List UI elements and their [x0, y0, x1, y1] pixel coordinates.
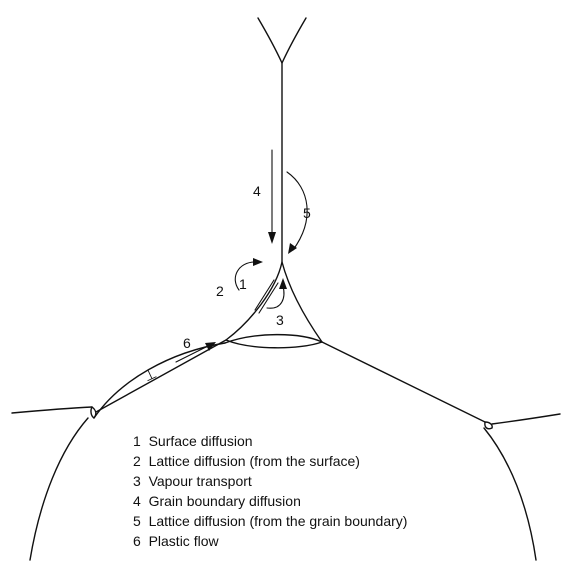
arrow-4-head: [268, 232, 276, 244]
mechanism-labels: 1 2 3 4 5 6 ⊥: [141, 183, 311, 384]
arrow-2-lattice-diffusion-surface: [255, 280, 274, 310]
arrow-5-head: [288, 243, 297, 254]
right-lower-grain-boundary: [484, 428, 536, 560]
legend-item-4: 4 Grain boundary diffusion: [133, 493, 301, 509]
left-lower-grain-boundary: [30, 418, 88, 560]
label-3: 3: [276, 312, 284, 328]
label-5: 5: [303, 205, 311, 221]
bottom-grain-left-arc: [94, 343, 225, 418]
right-grain-boundary: [492, 414, 560, 424]
mechanism-arrows: [176, 150, 307, 362]
left-grain-boundary: [12, 407, 92, 413]
arrow-3-head: [279, 278, 287, 289]
legend-item-3: 3 Vapour transport: [133, 473, 252, 489]
legend-item-2: 2 Lattice diffusion (from the surface): [133, 453, 360, 469]
legend: 1 Surface diffusion 2 Lattice diffusion …: [133, 433, 407, 549]
right-junction: [485, 422, 492, 429]
arrow-6-plastic-flow: [176, 345, 210, 362]
diagonal-right-grain-boundary: [322, 342, 485, 422]
label-2: 2: [216, 283, 224, 299]
label-6: 6: [183, 335, 191, 351]
top-grain-cusp: [258, 18, 306, 63]
dislocation-symbol: ⊥: [141, 365, 159, 385]
diagonal-left-grain-boundary: [96, 340, 226, 412]
label-4: 4: [253, 183, 261, 199]
bottom-grain-arc: [225, 335, 322, 343]
legend-item-5: 5 Lattice diffusion (from the grain boun…: [133, 513, 407, 529]
label-1: 1: [239, 276, 247, 292]
legend-item-1: 1 Surface diffusion: [133, 433, 253, 449]
arrow-1-head: [253, 258, 263, 266]
legend-item-6: 6 Plastic flow: [133, 533, 219, 549]
